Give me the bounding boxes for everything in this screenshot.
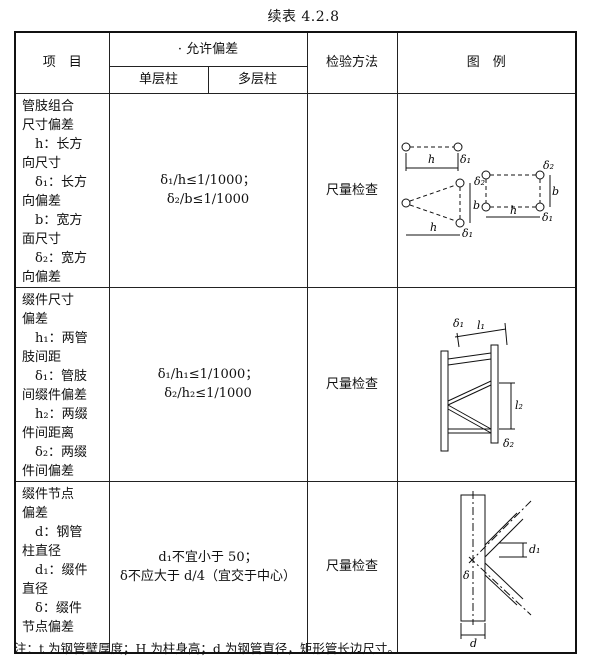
criteria-line: δ₁/h≤1/1000；: [160, 173, 256, 188]
item-line: 柱直径: [22, 543, 62, 559]
figure-cell: h δ₁ δ₂ b h δ₁ b δ₂ h δ₁: [396, 92, 577, 288]
item-line: h₁：两管: [22, 330, 88, 346]
table-caption: 续表 4.2.8: [267, 9, 340, 25]
figure-cell: d₁ δ d: [396, 480, 577, 654]
table-row: 缀件尺寸 偏差 h₁：两管 肢间距 δ₁：管肢 间缀件偏差 h₂：两缀 件间距离…: [14, 286, 577, 482]
label-d1: d₁: [529, 543, 540, 556]
joint-diagram: d₁ δ d: [460, 490, 541, 647]
criteria-line: δ₂/b≤1/1000: [166, 192, 250, 207]
label-b: b: [473, 199, 480, 212]
header-method: 检验方法: [306, 31, 398, 94]
criteria-line: δ₁/h₁≤1/1000；: [157, 367, 259, 382]
item-cell: 管肢组合 尺寸偏差 h：长方 向尺寸 δ₁：长方 向偏差 b：宽方 面尺寸 δ₂…: [14, 92, 110, 288]
item-line: δ₁：长方: [22, 174, 88, 190]
criteria-line: δ₂/h₂≤1/1000: [164, 386, 252, 401]
header-row-1: 项 目 · 允许偏差 检验方法 图 例: [14, 31, 577, 94]
table-row: 缀件节点 偏差 d：钢管 柱直径 d₁：缀件 直径 δ：缀件 节点偏差 d₁不宜…: [14, 480, 577, 654]
item-line: 向尺寸: [22, 155, 62, 171]
label-l2: l₂: [515, 399, 523, 412]
tube-limb-diagram: h δ₁ δ₂ b h δ₁ b δ₂ h δ₁: [401, 142, 559, 240]
figure-cell: δ₁ l₁ l₂ δ₂: [396, 286, 577, 482]
item-line: 面尺寸: [22, 231, 62, 247]
item-line: h₂：两缀: [22, 406, 88, 422]
item-line: 向偏差: [22, 269, 62, 285]
label-delta2: δ₂: [543, 159, 554, 172]
item-line: 偏差: [22, 505, 49, 521]
lacing-diagram: δ₁ l₁ l₂ δ₂: [440, 317, 523, 452]
criteria-cell: δ₁/h₁≤1/1000； δ₂/h₂≤1/1000: [108, 286, 308, 482]
label-h: h: [510, 204, 517, 217]
criteria-cell: d₁不宜小于 50； δ不应大于 d/4（宜交于中心）: [108, 480, 308, 654]
label-delta1: δ₁: [453, 317, 464, 330]
label-delta1: δ₁: [462, 227, 473, 240]
item-line: h：长方: [22, 136, 83, 152]
label-delta1: δ₁: [460, 153, 471, 166]
item-cell: 缀件节点 偏差 d：钢管 柱直径 d₁：缀件 直径 δ：缀件 节点偏差: [14, 480, 110, 654]
method-cell: 尺量检查: [306, 92, 398, 288]
item-line: 管肢组合: [22, 98, 75, 114]
item-line: 件间距离: [22, 425, 75, 441]
label-d: d: [470, 637, 477, 647]
label-delta2: δ₂: [503, 437, 514, 450]
tolerance-table: 项 目 · 允许偏差 检验方法 图 例 单层柱 多层柱 管肢组合 尺寸偏差 h：…: [14, 31, 578, 654]
item-line: 节点偏差: [22, 619, 75, 635]
item-line: d：钢管: [22, 524, 83, 540]
item-line: 向偏差: [22, 193, 62, 209]
label-b: b: [552, 185, 559, 198]
item-line: 直径: [22, 581, 49, 597]
item-line: 件间偏差: [22, 463, 75, 479]
item-cell: 缀件尺寸 偏差 h₁：两管 肢间距 δ₁：管肢 间缀件偏差 h₂：两缀 件间距离…: [14, 286, 110, 482]
criteria-cell: δ₁/h≤1/1000； δ₂/b≤1/1000: [108, 92, 308, 288]
header-single: 单层柱: [108, 65, 209, 94]
header-tolerance: · 允许偏差: [108, 31, 308, 67]
item-line: δ₂：两缀: [22, 444, 88, 460]
item-line: d₁：缀件: [22, 562, 88, 578]
label-h: h: [428, 153, 435, 166]
item-line: b：宽方: [22, 212, 83, 228]
item-line: 肢间距: [22, 349, 62, 365]
item-line: δ₂：宽方: [22, 250, 88, 266]
criteria-line: δ不应大于 d/4（宜交于中心）: [120, 568, 296, 584]
criteria-line: d₁不宜小于 50；: [158, 549, 258, 565]
method-cell: 尺量检查: [306, 480, 398, 654]
header-figure: 图 例: [396, 31, 577, 94]
header-row-2: 单层柱 多层柱: [15, 65, 576, 94]
label-delta: δ: [463, 569, 470, 582]
item-line: δ：缀件: [22, 600, 82, 616]
item-line: 缀件尺寸: [22, 292, 75, 308]
method-cell: 尺量检查: [306, 286, 398, 482]
label-l1: l₁: [477, 319, 485, 332]
table-row: 管肢组合 尺寸偏差 h：长方 向尺寸 δ₁：长方 向偏差 b：宽方 面尺寸 δ₂…: [14, 92, 577, 288]
label-delta2: δ₂: [474, 175, 485, 188]
item-line: δ₁：管肢: [22, 368, 88, 384]
header-item: 项 目: [14, 31, 110, 94]
item-line: 尺寸偏差: [22, 117, 75, 133]
header-multi: 多层柱: [207, 65, 308, 94]
table-note: 注：t 为钢管壁厚度；H 为柱身高；d 为钢管直径，矩形管长边尺寸。: [14, 641, 400, 656]
item-line: 偏差: [22, 311, 49, 327]
label-h: h: [430, 221, 437, 234]
item-line: 间缀件偏差: [22, 387, 88, 403]
item-line: 缀件节点: [22, 486, 75, 502]
label-delta1: δ₁: [542, 211, 553, 224]
